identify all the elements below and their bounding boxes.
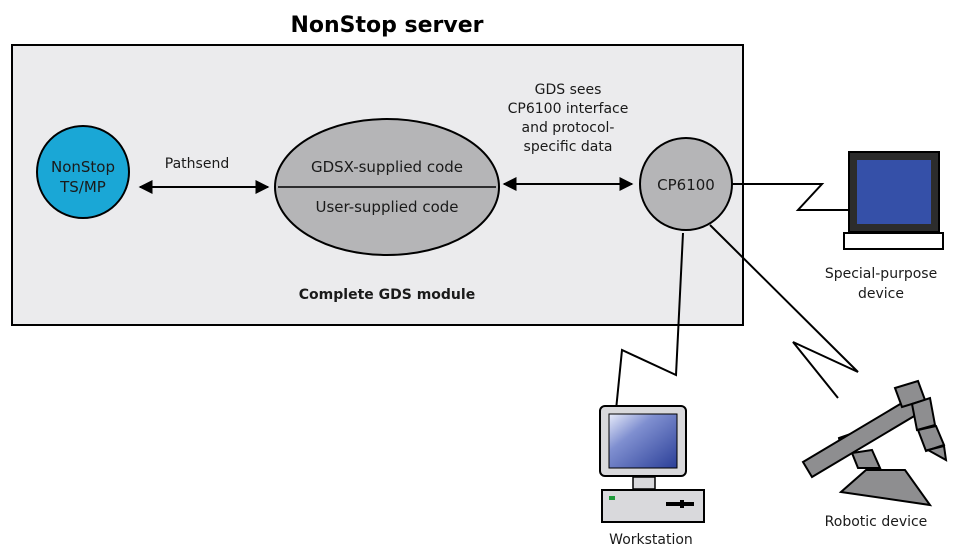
special-purpose-label-line1: Special-purpose [825,266,937,282]
user-supplied-code-label: User-supplied code [315,198,458,216]
link-to-special-purpose [731,183,850,211]
workstation-label: Workstation [609,532,693,548]
gds-sees-label-line4: specific data [524,139,613,155]
gds-module: GDSX-supplied code User-supplied code [274,118,500,256]
pathsend-label: Pathsend [165,156,229,172]
gdsx-supplied-code-label: GDSX-supplied code [311,158,463,176]
complete-gds-module-caption: Complete GDS module [299,287,475,303]
robotic-device-label: Robotic device [825,514,928,530]
special-purpose-label-line2: device [858,286,904,302]
tsmp-label-line2: TS/MP [59,178,106,196]
tsmp-node: NonStop TS/MP [36,125,130,219]
diagram-title: NonStop server [290,13,483,38]
gds-sees-label-line1: GDS sees [535,82,602,98]
robotic-device-icon [801,379,948,507]
cp6100-node: CP6100 [639,137,733,231]
gds-sees-label-line3: and protocol- [522,120,615,136]
workstation-icon [599,405,705,523]
gds-sees-label-line2: CP6100 interface [508,101,629,117]
tsmp-label-line1: NonStop [51,158,115,176]
link-to-workstation [615,232,684,411]
cp6100-label: CP6100 [657,176,715,194]
special-purpose-device-icon [843,151,944,250]
link-to-robotic [709,224,859,399]
